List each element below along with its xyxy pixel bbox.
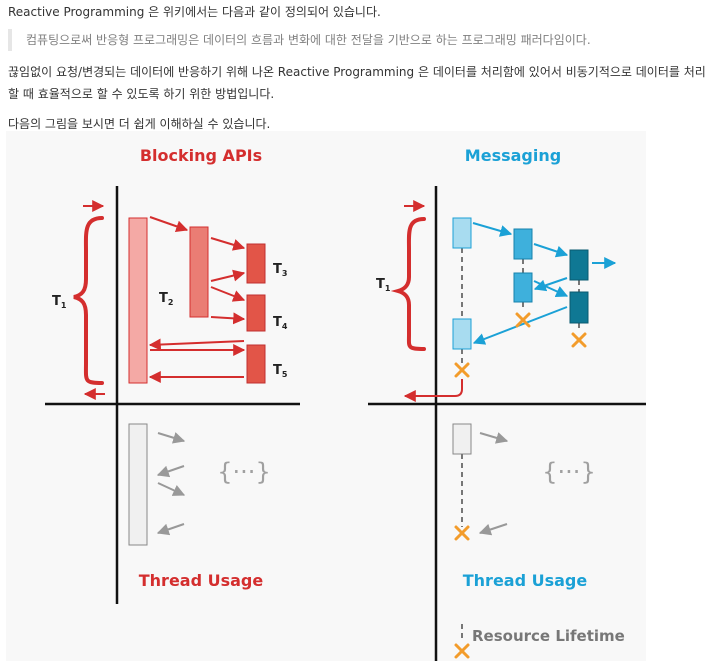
gray-arrow	[157, 432, 186, 444]
gray-arrow	[157, 482, 186, 496]
left-brace	[73, 216, 104, 385]
gray-arrow	[156, 465, 185, 478]
cross-icon	[571, 332, 587, 348]
thread-bar-t4	[246, 294, 266, 332]
right-brace	[390, 217, 426, 351]
message-arrow	[533, 277, 568, 292]
label-t1-right: T1	[376, 277, 391, 293]
label-t2: T2	[159, 291, 173, 307]
thread-usage-left: Thread Usage	[139, 571, 264, 590]
message-arrow	[472, 306, 568, 345]
label-t1-left: T1	[52, 294, 67, 310]
right-exit-arrow	[403, 379, 463, 402]
message-arrow	[533, 280, 569, 297]
resource-lifetime-label: Resource Lifetime	[472, 627, 625, 645]
cross-icon	[454, 525, 470, 541]
cross-icon	[454, 362, 470, 378]
body-paragraph: 끊임없이 요청/변경되는 데이터에 반응하기 위해 나온 Reactive Pr…	[8, 65, 706, 101]
diagram-background	[6, 131, 646, 661]
ellipsis-left: {···}	[217, 458, 270, 486]
message-box	[513, 272, 533, 303]
thread-bar-t5	[246, 344, 266, 384]
thread-bar-t1	[128, 217, 148, 384]
reactive-diagram: Blocking APIs T1 T2 T3 T4 T5 {···} Threa…	[6, 131, 646, 661]
message-arrow	[472, 222, 513, 237]
intro-paragraph: Reactive Programming 은 위키에서는 다음과 같이 정의되어…	[8, 5, 381, 19]
messaging-title: Messaging	[465, 146, 561, 165]
gray-arrow	[156, 523, 185, 536]
thread-usage-bar-left	[128, 423, 148, 546]
message-box	[452, 318, 472, 350]
call-arrow	[210, 286, 246, 302]
thread-bar-t3	[246, 243, 266, 284]
figure-intro-paragraph: 다음의 그림을 보시면 더 쉽게 이해하실 수 있습니다.	[8, 117, 271, 131]
thread-usage-right: Thread Usage	[463, 571, 588, 590]
gray-arrow	[478, 523, 508, 536]
message-box	[569, 291, 589, 324]
return-arrow	[210, 269, 246, 282]
return-arrow	[210, 312, 246, 325]
ellipsis-right: {···}	[542, 458, 595, 486]
legend-cross-icon	[454, 643, 470, 659]
message-box	[452, 217, 472, 249]
return-arrow	[148, 338, 245, 351]
message-box	[513, 228, 533, 260]
blocking-title: Blocking APIs	[140, 146, 262, 165]
message-arrow	[533, 243, 569, 258]
quote-text: 컴퓨팅으로써 반응형 프로그래밍은 데이터의 흐름과 변화에 대한 전달을 기반…	[26, 33, 591, 47]
cross-icon	[515, 312, 531, 328]
call-arrow	[210, 237, 246, 251]
label-t4: T4	[273, 315, 288, 331]
thread-usage-bar-right	[452, 423, 472, 455]
blockquote: 컴퓨팅으로써 반응형 프로그래밍은 데이터의 흐름과 변화에 대한 전달을 기반…	[8, 29, 716, 51]
label-t5: T5	[273, 363, 288, 379]
message-box	[569, 249, 589, 281]
gray-arrow	[479, 432, 509, 444]
label-t3: T3	[273, 262, 287, 278]
call-arrow	[149, 216, 189, 233]
thread-bar-t2	[189, 226, 209, 318]
